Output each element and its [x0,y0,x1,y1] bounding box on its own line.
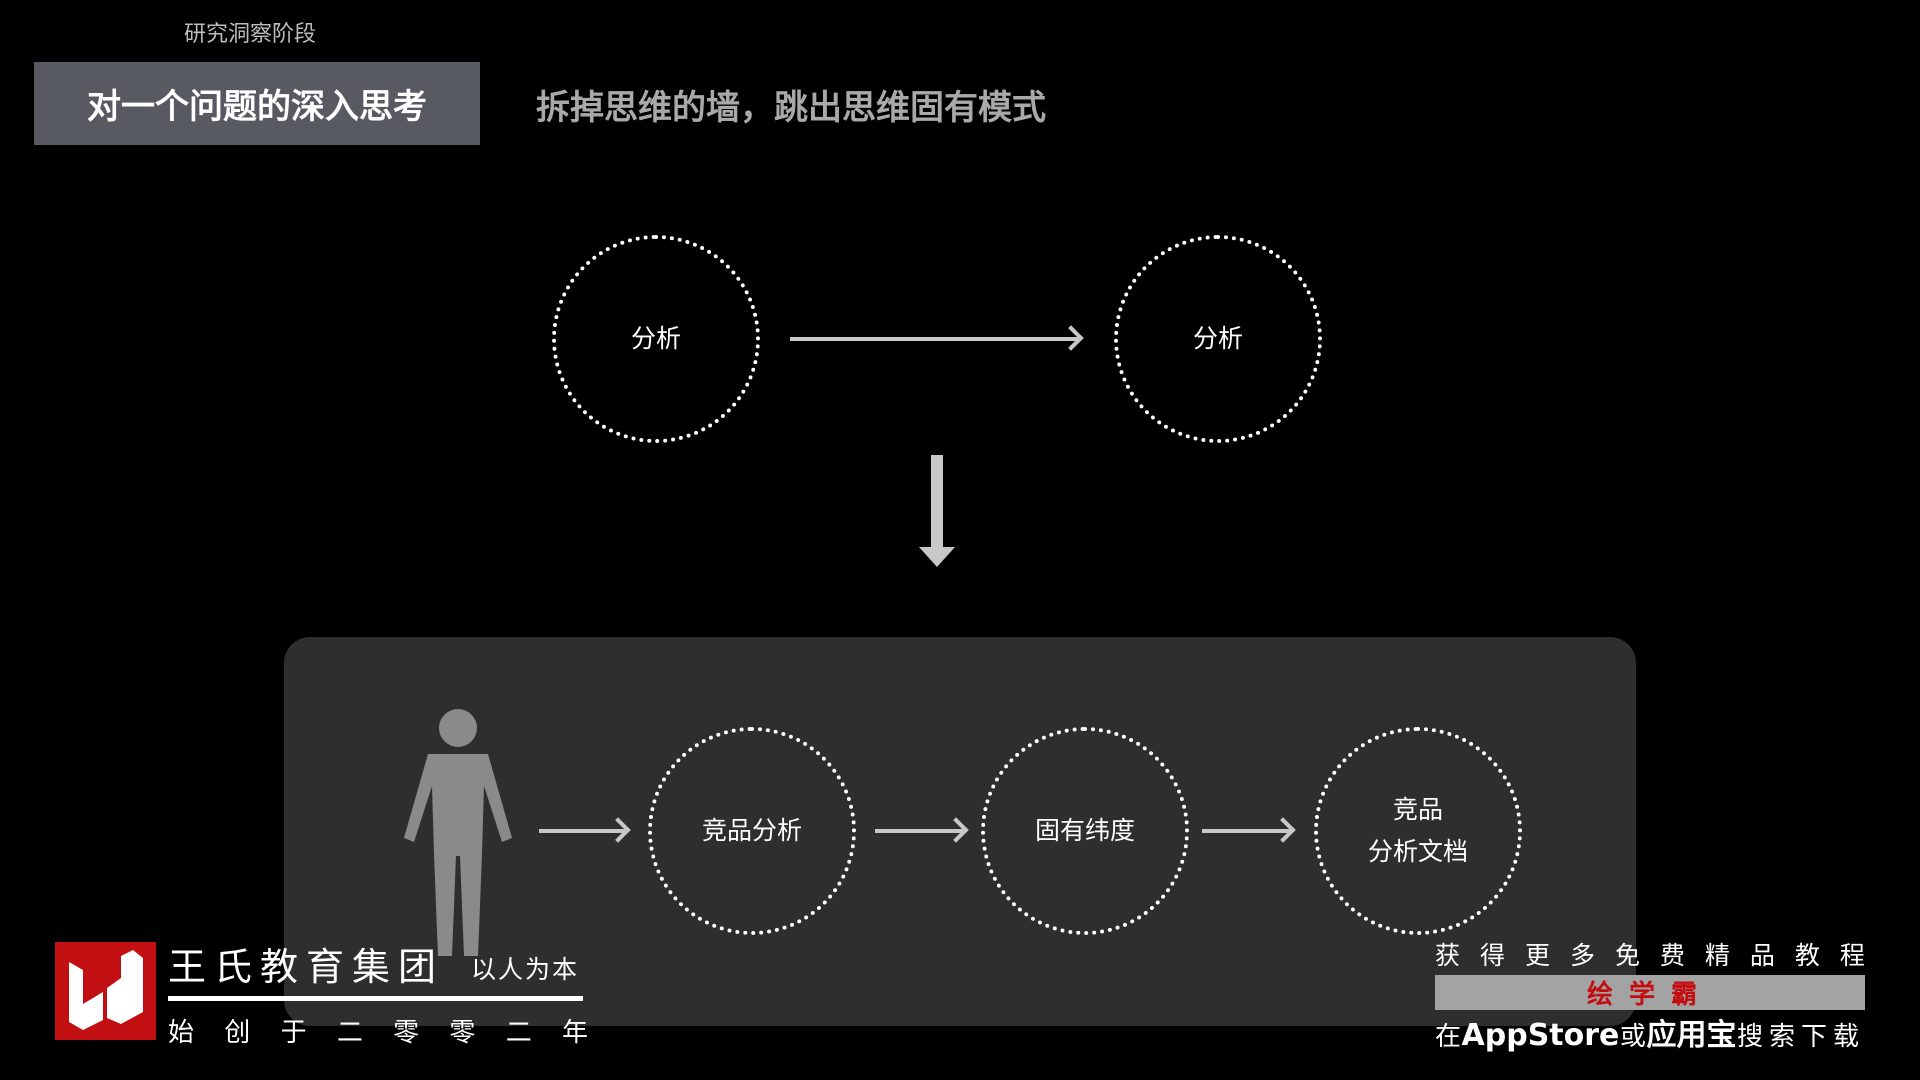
app-name-banner: 绘学霸 [1435,975,1865,1010]
divider [168,996,583,1001]
promo-char: 费 [1659,941,1685,970]
arrow-right-icon [539,829,625,833]
page-title-text: 对一个问题的深入思考 [87,87,427,127]
hint-text: 或 [1619,1022,1646,1052]
analysis-circle-left: 分析 [552,235,760,443]
since-char: 创 [224,1018,251,1048]
hint-text: 搜索下载 [1736,1022,1865,1052]
since-char: 零 [393,1018,420,1048]
arrow-right-icon [875,829,963,833]
since-char: 于 [280,1018,307,1048]
promo-char: 得 [1479,941,1505,970]
arrow-right-icon [1202,829,1290,833]
promo-char: 免 [1614,941,1640,970]
promo-line: 获得更多免费精品教程 [1435,936,1865,972]
store-name: AppStore [1461,1018,1620,1053]
since-char: 二 [505,1018,532,1048]
app-name: 绘学霸 [1586,980,1713,1010]
promo-char: 更 [1524,941,1550,970]
store-name-2: 应用宝 [1646,1018,1737,1053]
since-char: 年 [561,1018,588,1048]
flow-step-analysis-document: 竞品 分析文档 [1314,727,1522,935]
brand-name: 王氏教育集团 [168,945,445,989]
hint-text: 在 [1435,1022,1462,1052]
promo-char: 程 [1839,941,1865,970]
brand-motto: 以人为本 [471,955,580,984]
promo-char: 品 [1749,941,1775,970]
flow-step-inherent-dimension: 固有纬度 [981,727,1189,935]
stage-label: 研究洞察阶段 [184,22,317,47]
promo-char: 获 [1435,941,1461,970]
person-icon [404,709,512,956]
page-subtitle: 拆掉思维的墙，跳出思维固有模式 [536,88,1046,128]
flow-step-competitor-analysis: 竞品分析 [648,727,856,935]
brand-since: 始创于二零零二年 [168,1012,588,1049]
brand-logo [55,942,156,1040]
promo-char: 多 [1569,941,1595,970]
promo-char: 教 [1794,941,1820,970]
arrow-down-icon [919,455,955,567]
promo-char: 精 [1704,941,1730,970]
arrow-right-icon [790,337,1078,341]
since-char: 始 [168,1018,195,1048]
since-char: 零 [449,1018,476,1048]
analysis-circle-right: 分析 [1114,235,1322,443]
page-title: 对一个问题的深入思考 [34,62,480,145]
since-char: 二 [336,1018,363,1048]
